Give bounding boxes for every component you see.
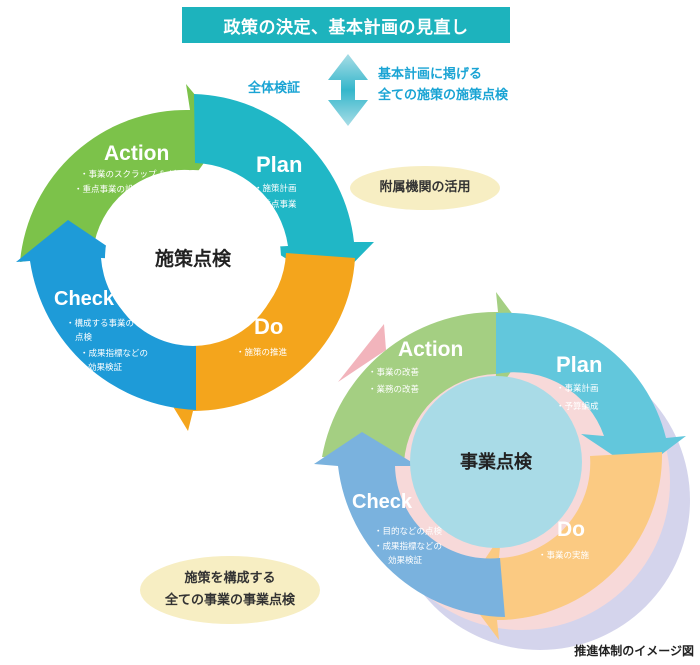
- upper-check-item: 効果検証: [88, 362, 123, 373]
- lower-check-title: Check: [352, 491, 413, 513]
- upper-center-label: 施策点検: [155, 247, 232, 270]
- upper-check-item: 点検: [75, 332, 93, 343]
- projects-review-pill: 施策を構成する 全ての事業の事業点検: [140, 556, 320, 624]
- projects-review-line: 全ての事業の事業点検: [164, 593, 295, 608]
- lower-check-item: ・目的などの点検: [374, 526, 443, 537]
- lower-plan-item: ・事業計画: [556, 383, 599, 394]
- projects-review-label: 施策を構成する 全ての事業の事業点検: [165, 568, 295, 612]
- projects-review-line: 施策を構成する: [184, 571, 276, 586]
- upper-plan-item: ・施策計画: [254, 183, 297, 194]
- lower-plan-item: ・予算編成: [556, 401, 599, 412]
- upper-action-item: ・事業のスクラップ & ビルド: [80, 169, 194, 180]
- upper-action-title: Action: [104, 142, 169, 165]
- lower-action-item: ・業務の改善: [368, 384, 420, 395]
- lower-action-title: Action: [398, 338, 463, 361]
- upper-plan-segment: [194, 94, 374, 287]
- upper-check-item: ・成果指標などの: [80, 348, 148, 359]
- lower-do-item: ・事業の実施: [538, 550, 590, 561]
- lower-check-item: 効果検証: [388, 555, 423, 566]
- measures-review-label: 基本計画に掲げる 全ての施策の施策点検: [378, 64, 508, 106]
- lower-action-item: ・事業の改善: [368, 367, 420, 378]
- overall-review-label: 全体検証: [248, 81, 301, 96]
- facility-use-label: 附属機関の活用: [379, 180, 471, 195]
- lower-check-segment: [314, 432, 505, 617]
- lower-plan-title: Plan: [556, 352, 602, 377]
- lower-do-title: Do: [557, 518, 585, 541]
- policy-decision-banner: 政策の決定、基本計画の見直し: [182, 7, 510, 43]
- double-arrow-icon: [328, 54, 368, 126]
- measures-review-line: 基本計画に掲げる: [378, 67, 483, 82]
- facility-use-pill: 附属機関の活用: [350, 166, 500, 210]
- lower-center-disc: [410, 376, 582, 548]
- lower-plan-segment: [496, 312, 686, 472]
- upper-center-disc: [105, 170, 281, 346]
- figure-caption: 推進体制のイメージ図: [574, 644, 694, 658]
- upper-action-segment: [20, 84, 226, 262]
- upper-action-item: ・重点事業の設定: [74, 184, 143, 195]
- upper-plan-title: Plan: [256, 152, 302, 177]
- measures-review-line: 全ての施策の施策点検: [378, 88, 509, 103]
- upper-check-segment: [16, 220, 196, 410]
- lower-action-segment: [322, 292, 532, 462]
- lower-do-segment: [463, 452, 663, 640]
- lower-check-item: ・成果指標などの: [374, 541, 442, 552]
- lower-center-label: 事業点検: [460, 451, 533, 473]
- connector-triangle: [338, 324, 386, 382]
- upper-do-title: Do: [254, 314, 283, 339]
- upper-do-segment: [158, 253, 355, 431]
- upper-do-item: ・施策の推進: [236, 347, 288, 358]
- upper-plan-item: ・重点事業: [254, 199, 297, 210]
- upper-check-title: Check: [54, 288, 115, 310]
- upper-check-item: ・構成する事業の: [66, 318, 134, 329]
